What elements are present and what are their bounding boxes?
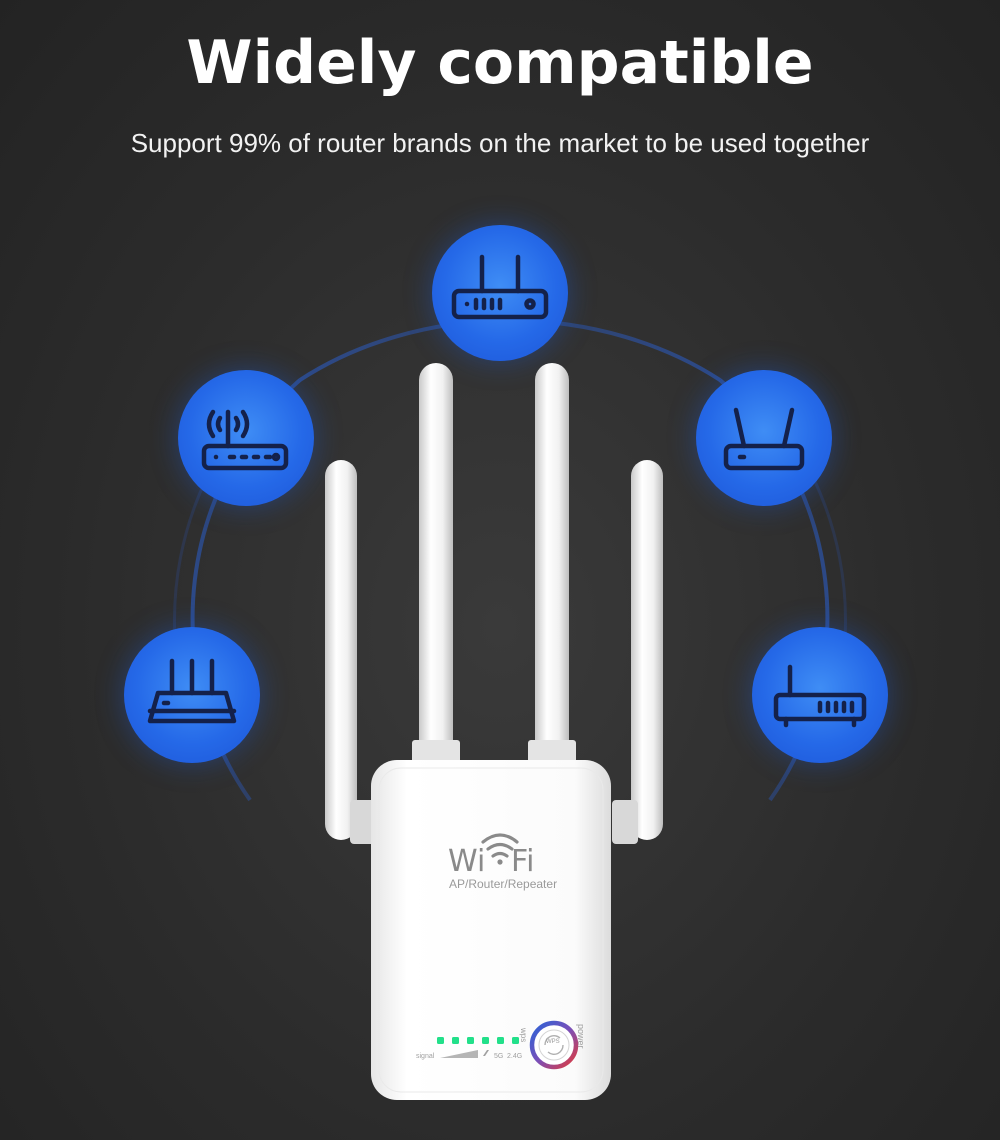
- router-two-antenna-icon: [451, 254, 549, 320]
- signal-strength-icon: [440, 1050, 478, 1058]
- router-bubble-upper-left: [178, 370, 314, 506]
- antenna-inner-right: [528, 363, 576, 770]
- logo-wi: Wi: [448, 844, 485, 879]
- antenna-inner-left: [412, 363, 460, 770]
- router-two-antenna-small-icon: [723, 407, 805, 471]
- router-bubble-top: [432, 225, 568, 361]
- logo-fi: Fi: [511, 844, 534, 879]
- led-indicators: [437, 1037, 519, 1044]
- wifi-logo-icon: [481, 833, 519, 858]
- router-bubble-lower-left: [124, 627, 260, 763]
- wps-power-button[interactable]: WPS: [529, 1020, 579, 1070]
- band-24g-label: 2.4G: [507, 1053, 522, 1060]
- router-single-antenna-icon: [773, 664, 867, 728]
- router-one-antenna-icon: [201, 409, 289, 471]
- antenna-outer-left: [325, 460, 376, 844]
- power-label: power: [576, 1024, 586, 1049]
- page-subtitle: Support 99% of router brands on the mark…: [130, 128, 870, 158]
- wps-button-text: WPS: [546, 1039, 560, 1045]
- model-text: AP/Router/Repeater: [449, 877, 557, 891]
- link-icon: [483, 1050, 489, 1056]
- device-body: [371, 760, 611, 1100]
- page-title: Widely compatible: [186, 28, 814, 98]
- antenna-outer-right: [612, 460, 663, 844]
- band-5g-label: 5G: [494, 1053, 503, 1060]
- router-bubble-upper-right: [696, 370, 832, 506]
- signal-label: signal: [416, 1053, 435, 1060]
- wps-label: wps: [519, 1027, 528, 1042]
- router-bubble-lower-right: [752, 627, 888, 763]
- router-three-antenna-icon: [147, 658, 237, 724]
